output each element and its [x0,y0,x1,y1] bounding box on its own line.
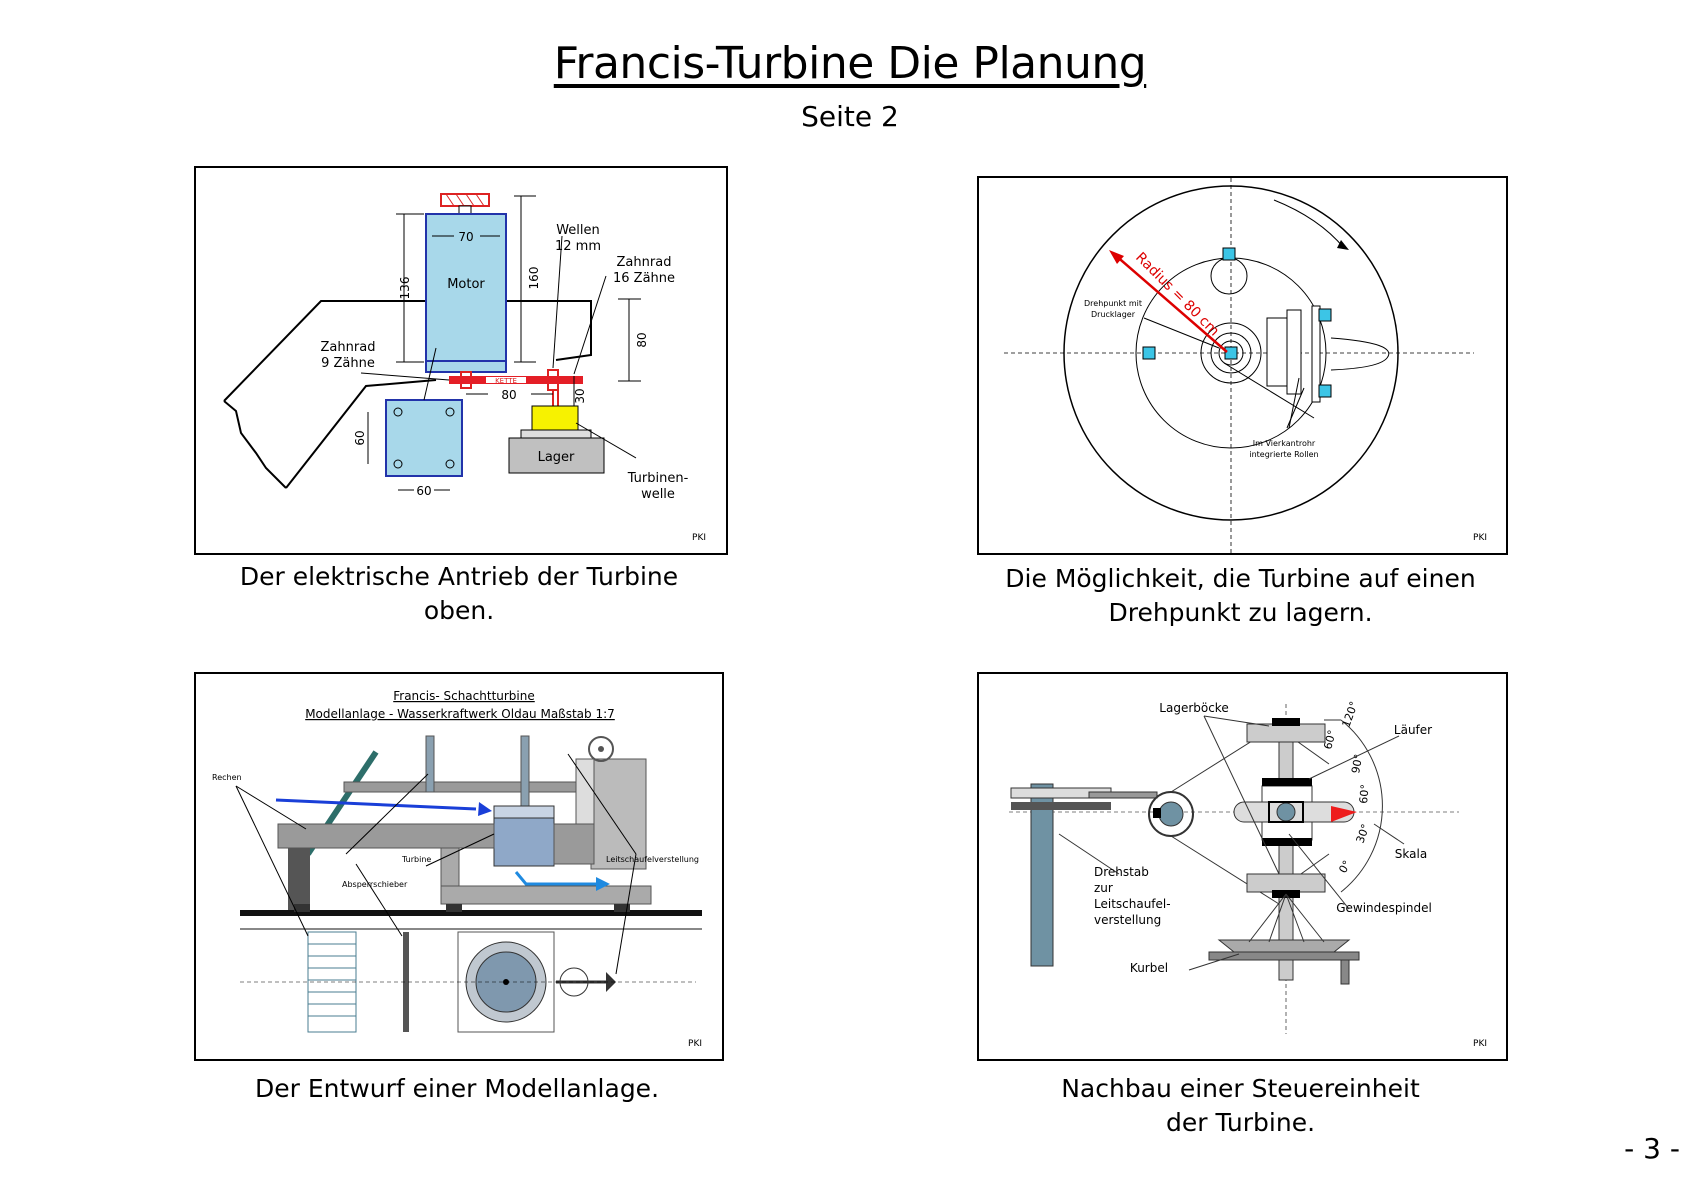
wellen-label: Wellen [556,223,600,238]
pki-mark: PKI [1473,533,1487,543]
rollen-label-2: integrierte Rollen [1249,450,1318,459]
pivot-bearing-diagram: Radius = 80 cm Drehpunkt mit Drucklager … [1004,178,1487,553]
pki-mark: PKI [692,533,706,543]
dim-60-vertical: 60 [353,430,367,445]
radius-label: Radius = 80 cm [1132,250,1222,340]
wellen-size-label: 12 mm [555,239,601,254]
caption-line: Die Möglichkeit, die Turbine auf einen [1005,564,1476,593]
scale-60a: 60° [1357,784,1372,805]
figure-control-unit: 120° 90° 60° 30° 0° 60° Lagerböcke Läufe… [977,672,1508,1061]
model-header-line-1: Francis- Schachtturbine [393,689,535,703]
dim-80-vertical: 80 [635,332,649,347]
model-header-line-2: Modellanlage - Wasserkraftwerk Oldau Maß… [305,707,615,721]
caption-line: oben. [423,596,495,625]
control-unit-diagram: 120° 90° 60° 30° 0° 60° Lagerböcke Läufe… [1009,700,1487,1049]
turbinenwelle-label: Turbinen- [627,471,689,486]
page-number: - 3 - [1624,1132,1680,1165]
drehstab-label-3: Leitschaufel- [1094,897,1171,911]
page-title: Francis-Turbine Die Planung [553,38,1147,89]
kurbel-label: Kurbel [1130,961,1168,975]
skala-label: Skala [1395,847,1427,861]
gewindespindel-label: Gewindespindel [1336,901,1432,915]
page-subtitle: Seite 2 [801,100,899,133]
rollen-label: Im Vierkantrohr [1253,439,1316,448]
caption-line: Nachbau einer Steuereinheit [1061,1074,1420,1103]
dim-70: 70 [458,230,473,244]
drehstab-label: Drehstab [1094,865,1149,879]
scale-60b: 60° [1321,729,1339,751]
pki-mark: PKI [688,1039,702,1049]
figure-pivot-bearing: Radius = 80 cm Drehpunkt mit Drucklager … [977,176,1508,555]
laeufer-label: Läufer [1394,723,1432,737]
dim-160: 160 [527,267,541,290]
drehpunkt-label-2: Drucklager [1091,310,1136,319]
figure-model-plant: Francis- Schachtturbine Modellanlage - W… [194,672,724,1061]
zahnrad-16-label: Zahnrad [617,255,672,270]
dim-80-horizontal: 80 [501,388,516,402]
turbinenwelle-label-2: welle [641,487,675,502]
drehpunkt-label: Drehpunkt mit [1084,299,1142,308]
model-plant-diagram: Francis- Schachtturbine Modellanlage - W… [212,689,702,1049]
caption-electric-drive: Der elektrische Antrieb der Turbine oben… [194,560,724,628]
zahnrad-9-label: Zahnrad [321,340,376,355]
caption-pivot-bearing: Die Möglichkeit, die Turbine auf einen D… [977,562,1504,630]
figure-electric-drive: Motor 70 136 160 KETTE 80 80 30 Lager [194,166,728,555]
absperrschieber-label: Absperrschieber [342,880,408,889]
electric-drive-diagram: Motor 70 136 160 KETTE 80 80 30 Lager [223,193,706,543]
pki-mark: PKI [1473,1039,1487,1049]
dim-136: 136 [398,277,412,300]
scale-120: 120° [1340,700,1361,729]
turbine-label: Turbine [401,855,431,864]
drehstab-label-2: zur [1094,881,1113,895]
leitschaufel-label: Leitschaufelverstellung [606,855,699,864]
drehstab-label-4: verstellung [1094,913,1161,927]
caption-control-unit: Nachbau einer Steuereinheit der Turbine. [977,1072,1504,1140]
rechen-label: Rechen [212,773,242,782]
motor-label: Motor [447,277,485,292]
caption-model-plant: Der Entwurf einer Modellanlage. [194,1072,720,1106]
caption-line: Drehpunkt zu lagern. [1108,598,1373,627]
caption-line: Der elektrische Antrieb der Turbine [239,562,679,591]
lager-label: Lager [538,450,575,465]
scale-30: 30° [1354,822,1373,845]
dim-30: 30 [573,388,587,403]
caption-line: Der Entwurf einer Modellanlage. [254,1074,660,1103]
caption-line: der Turbine. [1165,1108,1316,1137]
scale-0: 0° [1336,858,1354,875]
lagerboecke-label: Lagerböcke [1159,701,1228,715]
zahnrad-9-teeth-label: 9 Zähne [321,356,375,371]
dim-60-horizontal: 60 [416,484,431,498]
chain-label: KETTE [495,377,517,385]
zahnrad-16-teeth-label: 16 Zähne [613,271,675,286]
